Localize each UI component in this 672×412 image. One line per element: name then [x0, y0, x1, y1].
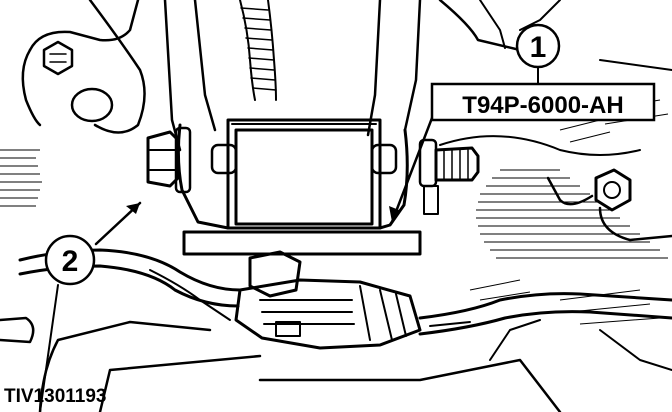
hex-bolt-upper-left [42, 40, 114, 123]
part-number-text: T94P-6000-AH [462, 92, 623, 119]
callout-1-number: 1 [530, 31, 547, 64]
callout-2-leaders [39, 201, 142, 412]
upper-engine-outline [21, 0, 672, 156]
electrical-connector [234, 250, 422, 350]
mounting-block [234, 128, 374, 226]
background-hatching [0, 99, 669, 325]
callout-2: 2 [44, 234, 96, 286]
callout-1: 1 [515, 23, 561, 69]
wire-conduit [239, 0, 277, 101]
figure-id: TIV1301193 [4, 386, 106, 407]
callout-1-leaders [389, 66, 539, 224]
wiring-harness [18, 248, 672, 336]
arrowhead-icon [389, 206, 399, 222]
base-plate [182, 230, 422, 256]
hex-nut [546, 168, 672, 242]
callout-2-number: 2 [62, 245, 79, 278]
part-number-label: T94P-6000-AH [430, 82, 656, 122]
lower-engine-outline [0, 316, 672, 412]
hex-bolt-left [146, 126, 192, 194]
arrowhead-icon [126, 203, 140, 214]
engine-mount-bracket [176, 118, 409, 230]
hex-bolt-right [418, 138, 480, 215]
